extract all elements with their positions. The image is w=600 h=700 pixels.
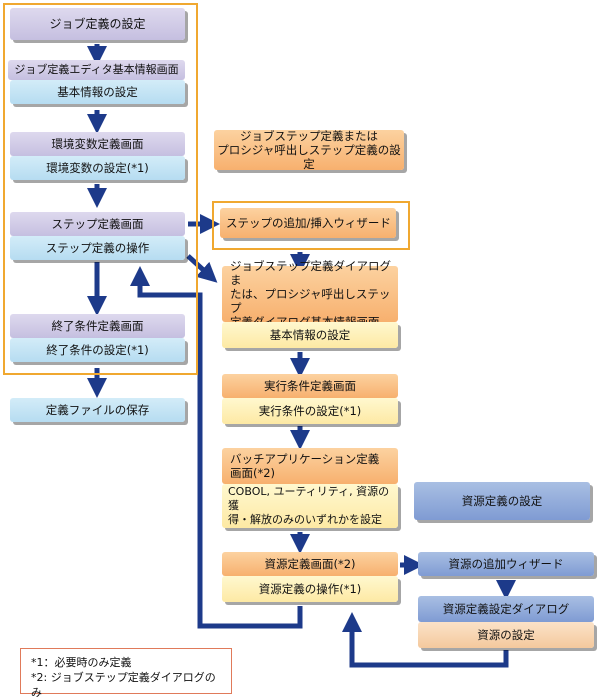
step-definition-operation[interactable]: ステップ定義の操作 [10, 236, 185, 260]
footnote-1: *1：必要時のみ定義 [31, 656, 132, 669]
resource-definition-operation[interactable]: 資源定義の操作(*1) [222, 576, 398, 602]
jobstep-definition-setting[interactable]: ジョブステップ定義または プロシジャ呼出しステップ定義の設定 [214, 129, 404, 171]
jobstep-dialog-basic-screen[interactable]: ジョブステップ定義ダイアログま たは、プロシジャ呼出しステップ 定義ダイアログ基… [222, 259, 398, 329]
footnote-2: *2: ジョブステップ定義ダイアログのみ [31, 671, 216, 699]
job-editor-basic-screen[interactable]: ジョブ定義エディタ基本情報画面 [8, 60, 185, 80]
step-add-insert-wizard[interactable]: ステップの追加/挿入ウィザード [220, 208, 396, 238]
env-variable-screen[interactable]: 環境変数定義画面 [10, 132, 185, 156]
exec-condition-screen[interactable]: 実行条件定義画面 [222, 374, 398, 398]
exec-condition-setting[interactable]: 実行条件の設定(*1) [222, 398, 398, 424]
left-group-frame [3, 3, 198, 375]
dialog-basic-info-setting[interactable]: 基本情報の設定 [222, 322, 398, 348]
resource-add-wizard[interactable]: 資源の追加ウィザード [418, 552, 594, 576]
end-condition-screen[interactable]: 終了条件定義画面 [10, 314, 185, 338]
resource-setting-dialog[interactable]: 資源定義設定ダイアログ [418, 596, 594, 622]
basic-info-setting[interactable]: 基本情報の設定 [10, 80, 185, 104]
wizard-frame [212, 201, 410, 250]
env-variable-setting[interactable]: 環境変数の設定(*1) [10, 156, 185, 180]
resource-definition-screen[interactable]: 資源定義画面(*2) [222, 552, 398, 576]
loop-return-step [130, 266, 303, 629]
footnote-box: *1：必要時のみ定義 *2: ジョブステップ定義ダイアログのみ [20, 648, 232, 699]
save-definition-file[interactable]: 定義ファイルの保存 [10, 398, 185, 422]
resource-setting[interactable]: 資源の設定 [418, 622, 594, 648]
batch-app-definition-screen[interactable]: バッチアプリケーション定義 画面(*2) [222, 448, 398, 484]
loop-return-resource [342, 612, 509, 668]
cobol-utility-setting[interactable]: COBOL, ユーティリティ, 資源の獲 得・解放のみのいずれかを設定 [222, 484, 398, 528]
arrow-to-dialog [186, 254, 218, 283]
resource-definition-setting[interactable]: 資源定義の設定 [414, 482, 590, 520]
job-definition-setting[interactable]: ジョブ定義の設定 [10, 8, 185, 40]
end-condition-setting[interactable]: 終了条件の設定(*1) [10, 338, 185, 362]
step-definition-screen[interactable]: ステップ定義画面 [10, 212, 185, 236]
